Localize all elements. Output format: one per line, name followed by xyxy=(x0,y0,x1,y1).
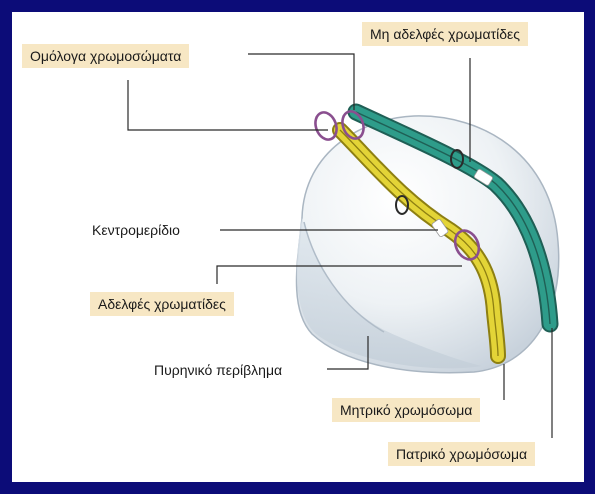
label-nuclear-envelope: Πυρηνικό περίβλημα xyxy=(152,358,284,382)
label-centromere: Κεντρομερίδιο xyxy=(90,218,182,242)
label-nonsister-chromatids: Μη αδελφές χρωματίδες xyxy=(362,22,528,46)
label-maternal-chromosome: Μητρικό χρωμόσωμα xyxy=(332,398,480,422)
label-sister-chromatids: Αδελφές χρωματίδες xyxy=(90,292,234,316)
diagram-panel: Ομόλογα χρωμοσώματα Μη αδελφές χρωματίδε… xyxy=(12,12,584,482)
label-homologous-chromosomes: Ομόλογα χρωμοσώματα xyxy=(22,44,189,68)
diagram-artwork xyxy=(12,12,584,482)
label-paternal-chromosome: Πατρικό χρωμόσωμα xyxy=(388,442,535,466)
